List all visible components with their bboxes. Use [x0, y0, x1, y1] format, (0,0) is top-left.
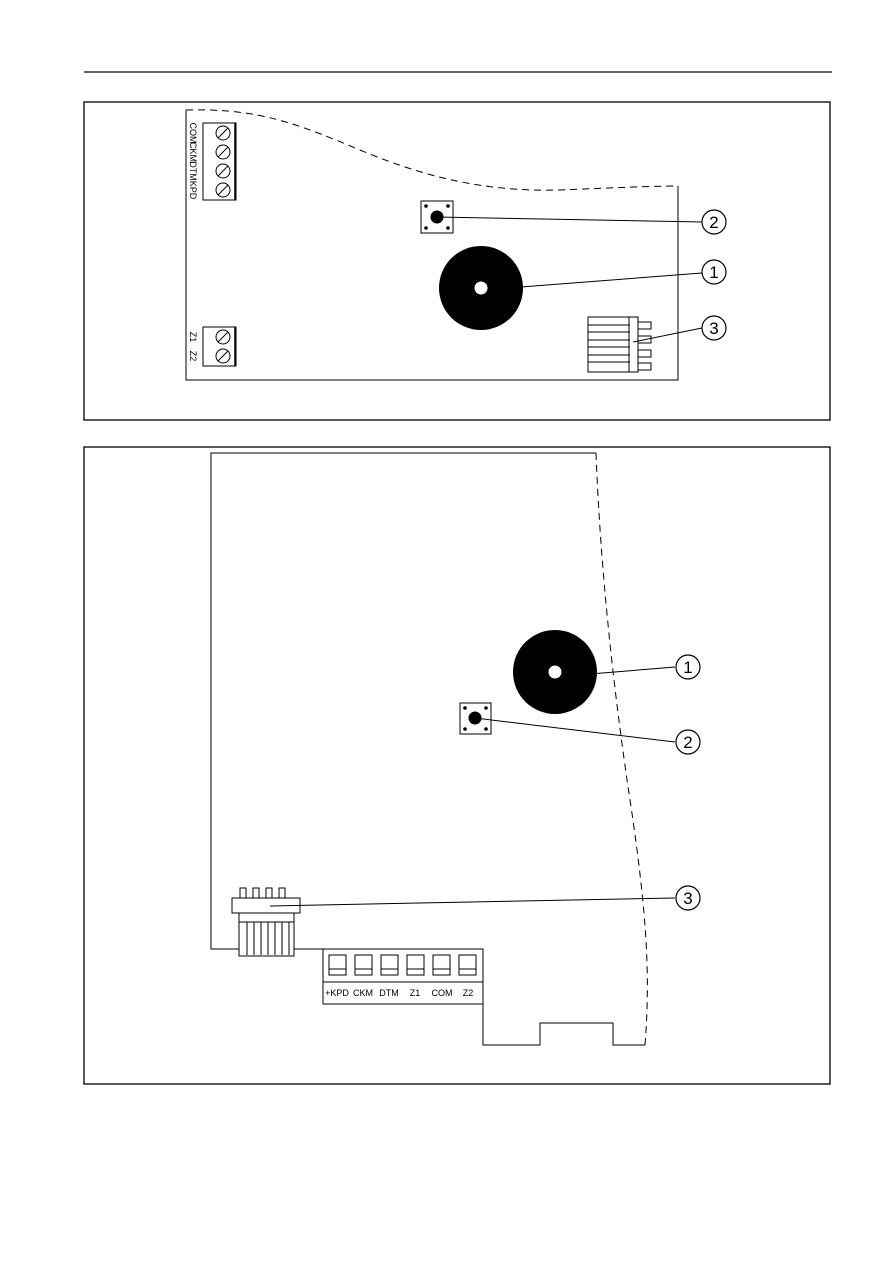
terminal-label: Z1 [188, 332, 198, 343]
leader-line [507, 272, 703, 289]
terminal-label: Z2 [463, 988, 474, 998]
connector [231, 887, 301, 957]
terminal-label: CKM [353, 988, 373, 998]
callout-number: 3 [709, 319, 718, 338]
callout-1: 1 [701, 259, 727, 285]
terminal-label: Z2 [188, 351, 198, 362]
buzzer [439, 246, 523, 330]
callout-number: 3 [683, 889, 692, 908]
figure-top-frame [83, 101, 831, 421]
callout-number: 2 [709, 213, 718, 232]
board-break-line-bottom [595, 452, 648, 1046]
leader-line [269, 897, 676, 907]
figure-bottom: +KPD CKM DTM Z1 COM Z2 1 2 3 [83, 446, 831, 1085]
terminal-label: CKM [188, 142, 198, 162]
terminal-label: COM [188, 123, 198, 144]
terminal-block-bottom: +KPD CKM DTM Z1 COM Z2 [322, 948, 484, 1005]
terminal-label: Z1 [410, 988, 421, 998]
callout-2: 2 [675, 729, 701, 755]
callout-2: 2 [701, 209, 727, 235]
screw-icon [215, 125, 231, 198]
board-outline-bottom [210, 452, 645, 1046]
terminal-label: +KPD [325, 988, 349, 998]
leader-line [577, 666, 676, 676]
buzzer [513, 630, 597, 714]
board-outline-top [185, 110, 679, 381]
leader-line [436, 216, 703, 223]
terminal-label: DTM [379, 988, 399, 998]
callout-3: 3 [675, 885, 701, 911]
callout-3: 3 [701, 315, 727, 341]
callout-number: 1 [709, 263, 718, 282]
terminal-slot-icon [328, 954, 477, 976]
figure-bottom-frame [83, 446, 831, 1085]
leader-line [632, 327, 703, 343]
terminal-label: COM [432, 988, 453, 998]
callout-1: 1 [675, 654, 701, 680]
terminal-block-top: COM CKM DTM KPD [188, 122, 237, 201]
terminal-label: KPD [188, 181, 198, 200]
leader-line [474, 717, 676, 743]
terminal-label: DTM [188, 161, 198, 181]
connector [587, 316, 652, 373]
board-break-line-top [185, 109, 679, 191]
terminal-block-zones: Z1 Z2 [188, 326, 237, 367]
callout-number: 2 [683, 733, 692, 752]
callout-number: 1 [683, 658, 692, 677]
figure-top: COM CKM DTM KPD Z1 Z2 [83, 101, 831, 421]
